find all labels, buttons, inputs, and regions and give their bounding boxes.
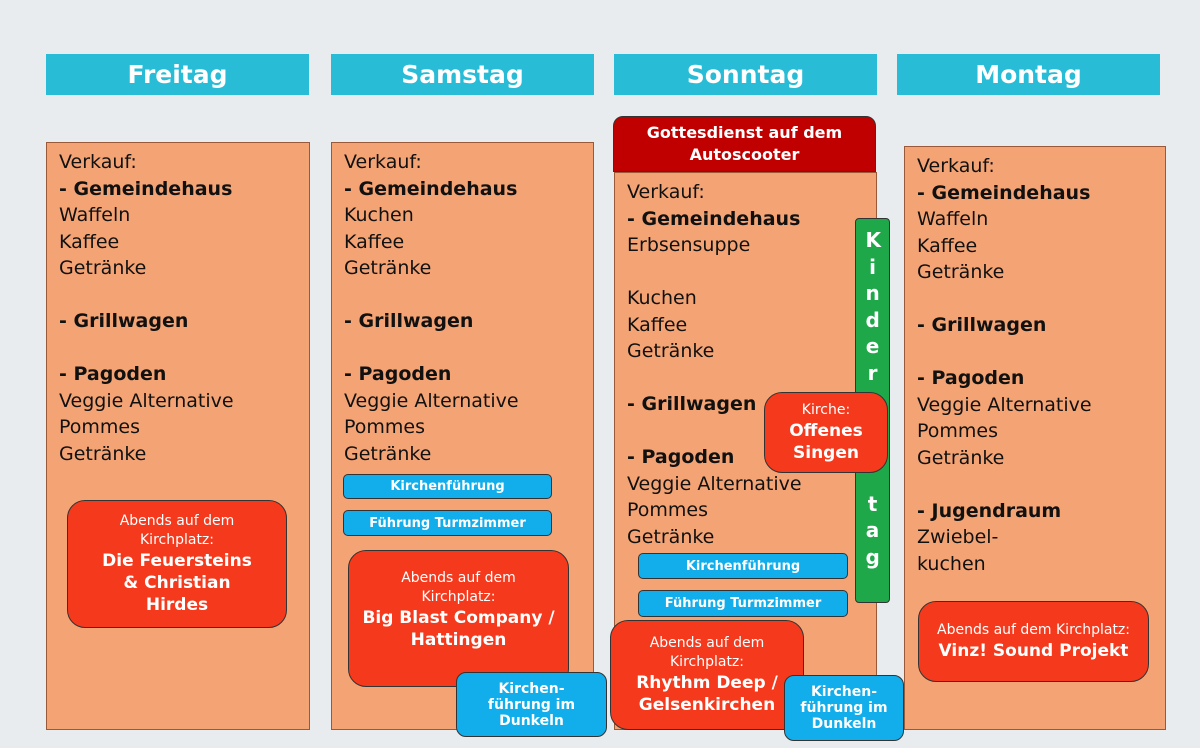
sales-item — [627, 259, 864, 286]
montag-evening-event: Abends auf dem Kirchplatz: Vinz! Sound P… — [918, 601, 1149, 682]
sales-item: Getränke — [627, 340, 715, 362]
sales-item: Getränke — [917, 446, 1005, 469]
sales-item: Verkauf: — [917, 155, 995, 177]
freitag-evening-event: Abends auf dem Kirchplatz: Die Feuerstei… — [67, 500, 287, 628]
sales-location: - Grillwagen — [917, 314, 1047, 336]
sales-location: - Pagoden — [59, 363, 167, 385]
sales-item: Veggie Alternative — [627, 472, 802, 495]
sales-item: Kaffee — [344, 230, 405, 253]
evening-act: Rhythm Deep / Gelsenkirchen — [636, 673, 778, 715]
evening-intro: Abends auf dem Kirchplatz: — [649, 635, 765, 670]
sales-item: Pommes — [59, 416, 141, 438]
sales-item — [917, 339, 1153, 366]
sales-item: Kaffee — [627, 313, 688, 336]
sales-item: Verkauf: — [344, 151, 422, 173]
sales-item: Getränke — [344, 442, 432, 465]
sonntag-evening-event: Abends auf dem Kirchplatz: Rhythm Deep /… — [610, 620, 804, 730]
sales-location: - Gemeindehaus — [59, 177, 233, 200]
sales-item — [344, 282, 581, 309]
evening-act: Die Feuersteins & Christian Hirdes — [102, 551, 252, 615]
sales-location: - Gemeindehaus — [344, 177, 518, 200]
evening-intro: Abends auf dem Kirchplatz: — [119, 513, 235, 548]
sales-item: Getränke — [344, 257, 432, 279]
sales-item: Pommes — [627, 499, 709, 521]
sonntag-church-tour: Kirchenführung — [638, 553, 848, 579]
sales-item: Kaffee — [917, 234, 978, 257]
singing-intro: Kirche: — [801, 402, 851, 418]
kindertag-part2: tag — [865, 491, 880, 569]
sales-item: Zwiebel- — [917, 526, 999, 548]
sales-item: Getränke — [627, 525, 715, 548]
sales-location: - Pagoden — [627, 446, 735, 468]
day-header-sonntag: Sonntag — [614, 54, 877, 95]
sales-item: Waffeln — [917, 208, 989, 230]
sales-item: Veggie Alternative — [59, 389, 234, 412]
sales-item: Getränke — [917, 261, 1005, 283]
evening-intro: Abends auf dem Kirchplatz: — [401, 569, 516, 605]
sales-item: Getränke — [59, 257, 147, 279]
sales-item: Veggie Alternative — [917, 393, 1092, 416]
sales-item: Waffeln — [59, 204, 131, 226]
evening-act: Big Blast Company / Hattingen — [362, 607, 555, 650]
sonntag-tower-tour: Führung Turmzimmer — [638, 590, 848, 617]
day-header-samstag: Samstag — [331, 54, 594, 95]
sales-location: - Gemeindehaus — [917, 181, 1091, 204]
sales-item: Pommes — [344, 416, 426, 438]
sonntag-open-singing: Kirche: Offenes Singen — [764, 392, 888, 473]
sonntag-service: Gottesdienst auf dem Autoscooter — [613, 116, 876, 172]
sales-item: Kuchen — [344, 204, 414, 226]
day-header-freitag: Freitag — [46, 54, 309, 95]
sales-location: - Pagoden — [344, 363, 452, 385]
sales-item: Getränke — [59, 442, 147, 465]
samstag-evening-event: Abends auf dem Kirchplatz: Big Blast Com… — [348, 550, 569, 687]
sales-item — [917, 471, 1153, 498]
sales-location: - Grillwagen — [344, 310, 474, 332]
sales-item: Kuchen — [627, 287, 697, 309]
sales-item — [627, 365, 864, 392]
evening-act: Vinz! Sound Projekt — [938, 641, 1129, 661]
sales-item: Verkauf: — [627, 181, 705, 203]
sales-location: - Grillwagen — [627, 393, 757, 415]
sonntag-dark-tour: Kirchen-führung im Dunkeln — [784, 675, 904, 741]
singing-title: Offenes Singen — [789, 421, 863, 463]
sales-item: Erbsensuppe — [627, 234, 751, 256]
kindertag-part1: Kinder — [865, 228, 882, 385]
sales-item: Kaffee — [59, 230, 120, 253]
sales-location: - Jugendraum — [917, 499, 1062, 522]
sales-item — [344, 335, 581, 362]
sales-item — [59, 335, 297, 362]
day-header-montag: Montag — [897, 54, 1160, 95]
sales-item: Pommes — [917, 420, 999, 442]
samstag-dark-tour: Kirchen-führung im Dunkeln — [456, 672, 607, 737]
sales-item — [59, 282, 297, 309]
evening-intro: Abends auf dem Kirchplatz: — [937, 622, 1130, 638]
sales-item: kuchen — [917, 552, 986, 575]
samstag-church-tour: Kirchenführung — [343, 474, 552, 499]
sales-location: - Gemeindehaus — [627, 207, 801, 230]
sales-item: Veggie Alternative — [344, 389, 519, 412]
sales-location: - Grillwagen — [59, 310, 189, 332]
sales-location: - Pagoden — [917, 367, 1025, 389]
samstag-tower-tour: Führung Turmzimmer — [343, 510, 552, 536]
sales-item: Verkauf: — [59, 151, 137, 173]
sales-item — [917, 286, 1153, 313]
